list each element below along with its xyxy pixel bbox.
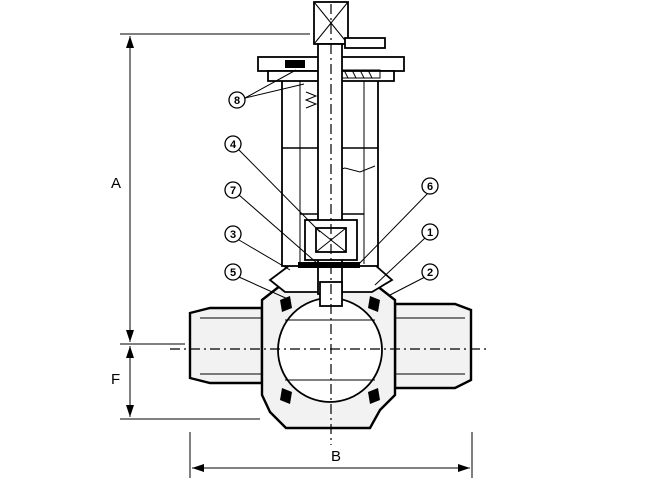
callout-3-label: 3 <box>230 229 236 241</box>
dimension-a: A <box>111 33 310 345</box>
callout-8-label: 8 <box>234 95 240 107</box>
dimension-b: B <box>189 432 473 478</box>
callout-2-label: 2 <box>427 267 433 279</box>
callout-7: 7 <box>224 181 242 199</box>
callout-8: 8 <box>228 91 246 109</box>
callout-3: 3 <box>224 225 242 243</box>
callout-6-label: 6 <box>427 181 433 193</box>
leader-lines <box>238 69 431 301</box>
dimension-f: F <box>111 346 260 420</box>
ball <box>277 296 383 404</box>
stem <box>298 1 386 307</box>
dimension-b-label: B <box>331 448 341 465</box>
callout-4: 4 <box>224 135 242 153</box>
callout-1: 1 <box>421 223 439 241</box>
callout-1-label: 1 <box>427 227 433 239</box>
callout-7-label: 7 <box>230 185 236 197</box>
callout-5-label: 5 <box>230 267 236 279</box>
dimension-a-label: A <box>111 175 121 192</box>
centerlines <box>170 4 490 445</box>
callout-6: 6 <box>421 177 439 195</box>
callout-5: 5 <box>224 263 242 281</box>
callout-2: 2 <box>421 263 439 281</box>
dimension-f-label: F <box>111 371 120 388</box>
callout-4-label: 4 <box>230 139 237 151</box>
